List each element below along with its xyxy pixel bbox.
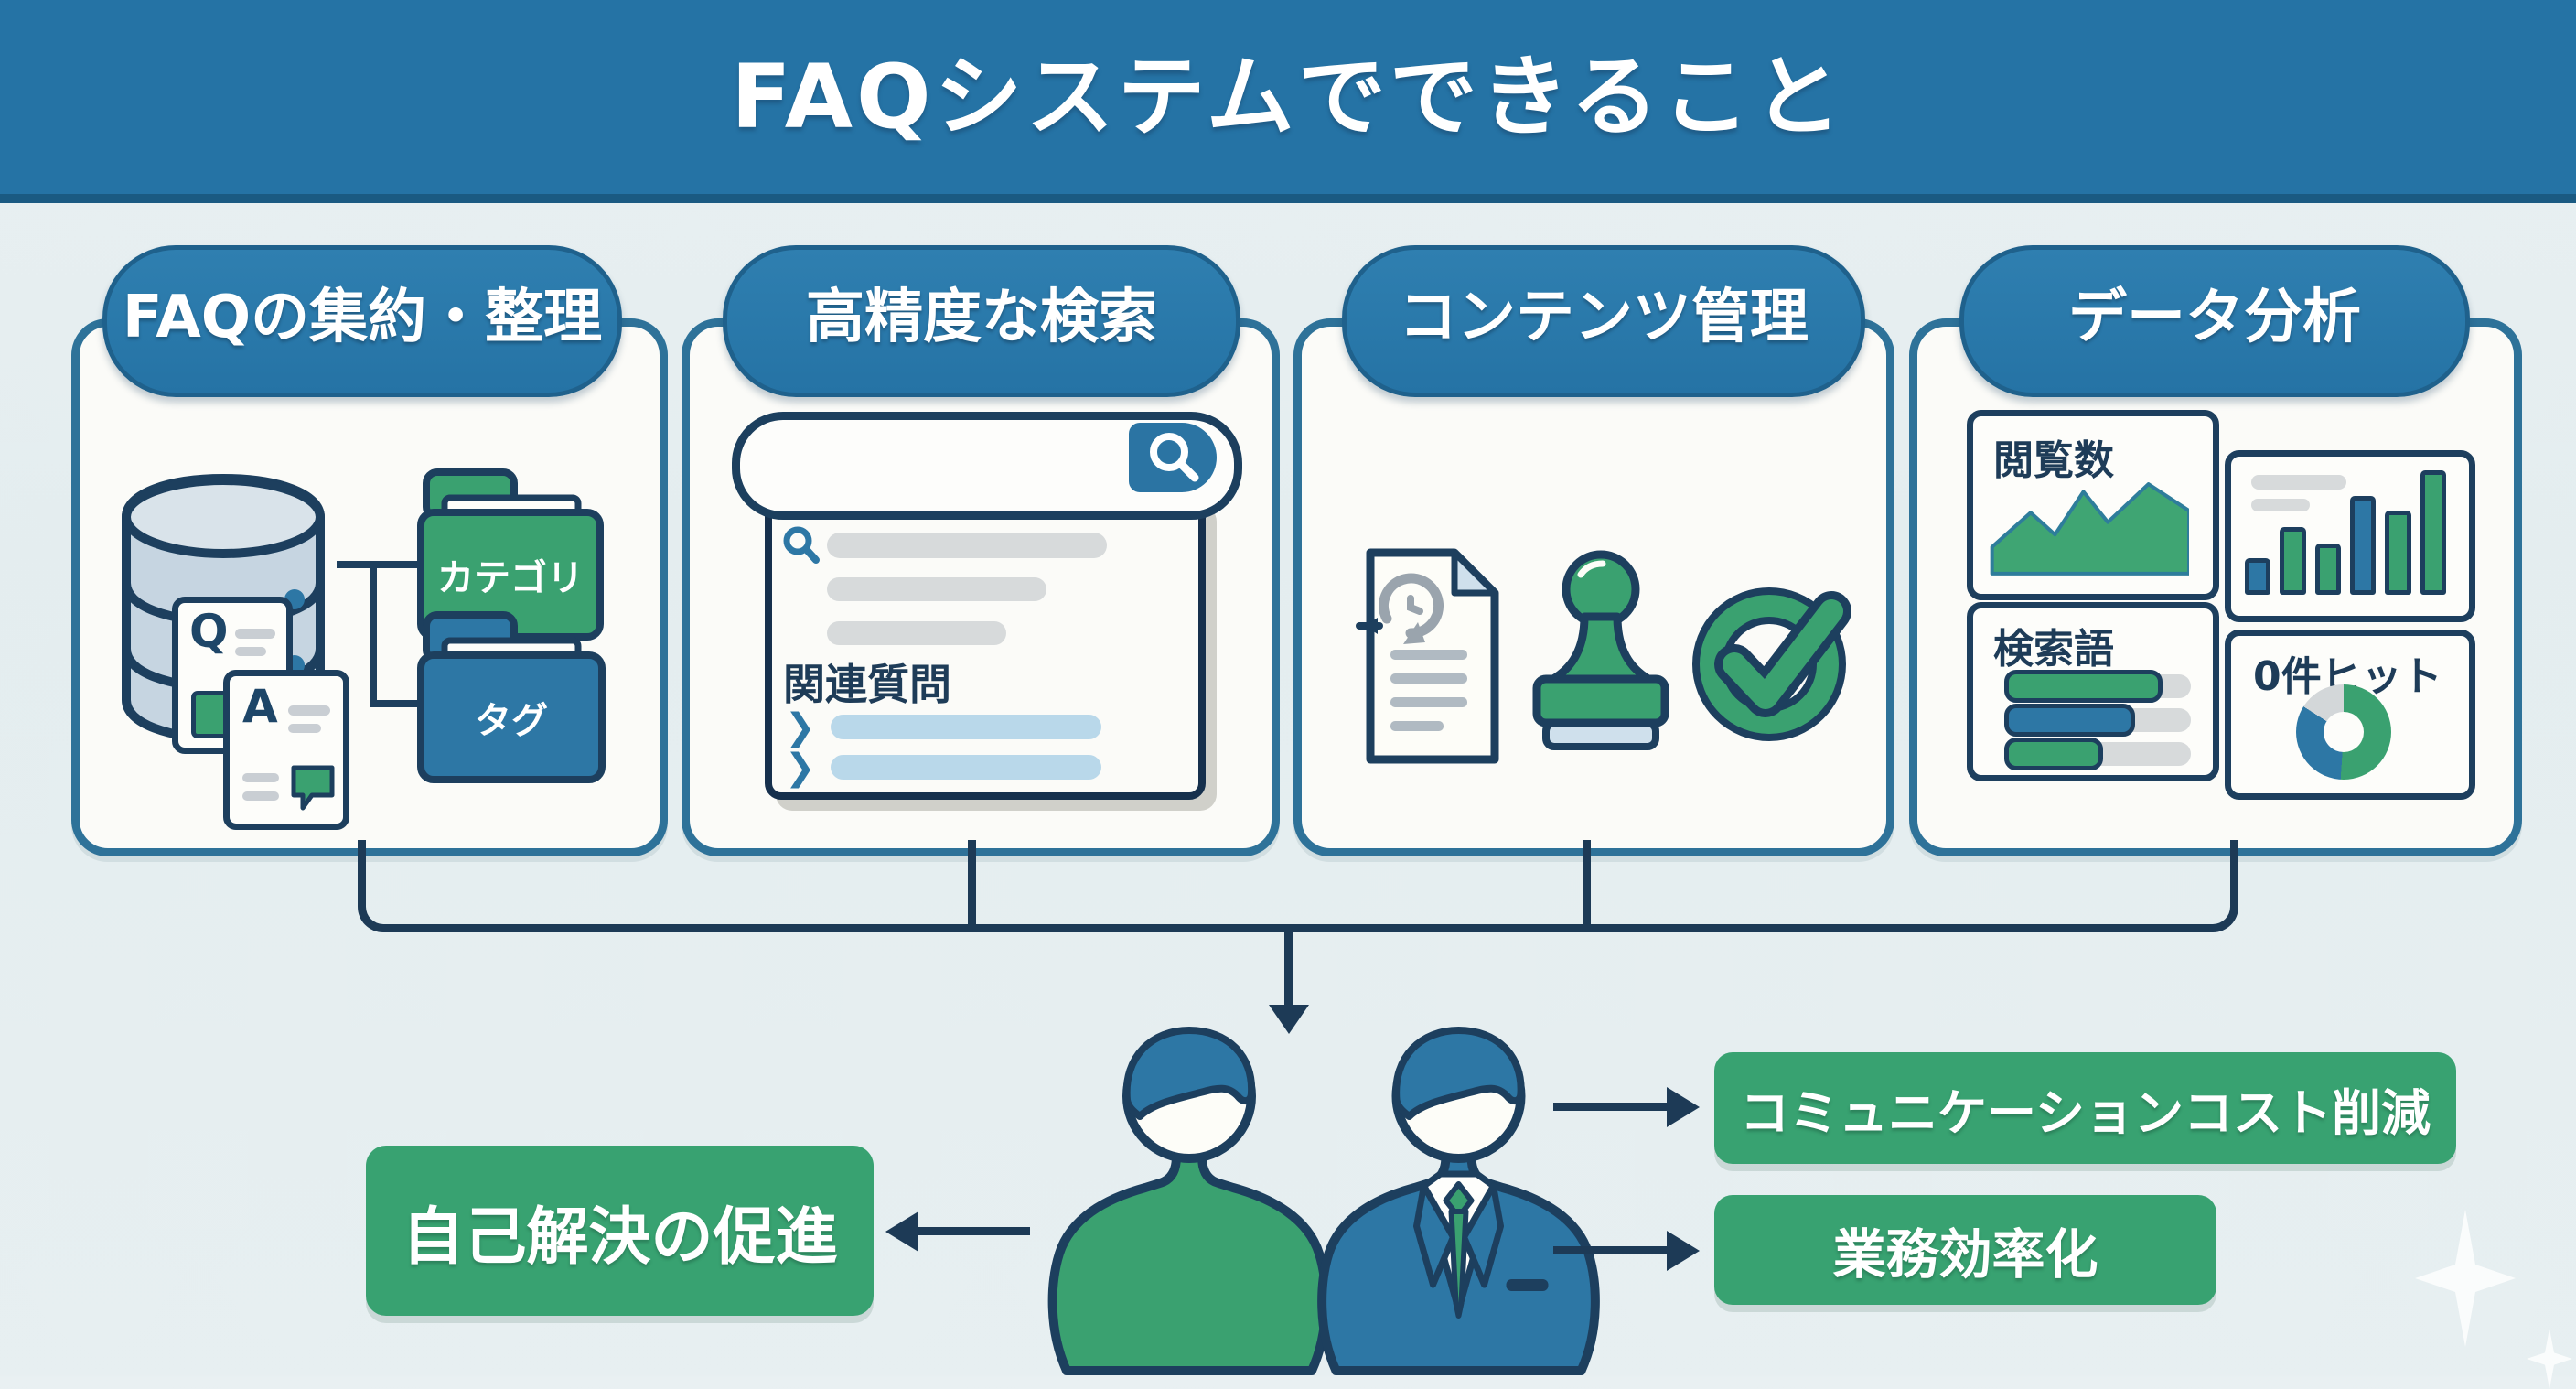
arrow-down-line xyxy=(1284,924,1293,1007)
chevron-icon: ❯ xyxy=(785,706,816,748)
search-terms-panel: 検索語 xyxy=(1967,602,2219,781)
related-question-item[interactable] xyxy=(831,755,1101,780)
search-terms-label: 検索語 xyxy=(1993,626,2114,673)
connector-bus xyxy=(358,840,2238,932)
placeholder-line xyxy=(235,647,266,656)
placeholder-line xyxy=(2251,475,2346,490)
sparkle-icon xyxy=(2415,1210,2516,1347)
card-header-search: 高精度な検索 xyxy=(723,245,1240,397)
arrow-right-line xyxy=(1553,1246,1668,1254)
arrow-left-icon xyxy=(886,1211,918,1252)
arrow-right-icon xyxy=(1667,1231,1700,1271)
bar-chart-bar xyxy=(2420,470,2446,595)
outcome-efficiency: 業務効率化 xyxy=(1714,1195,2216,1305)
term-bar-fill xyxy=(2004,738,2103,770)
answer-card-icon: A xyxy=(223,670,349,830)
stamp-icon xyxy=(1532,550,1669,750)
related-questions-label: 関連質問 xyxy=(783,660,951,709)
bar-chart-bar xyxy=(2314,544,2341,595)
connector-stem-search xyxy=(968,840,976,924)
a-letter: A xyxy=(242,680,278,733)
user-person-icon xyxy=(1047,1027,1331,1375)
page-title: FAQシステムでできること xyxy=(731,46,1845,148)
approved-check-icon xyxy=(1692,587,1852,741)
connector-db-category xyxy=(337,561,423,568)
term-bar-track xyxy=(2004,670,2191,703)
bar-chart xyxy=(2245,470,2446,595)
bar-chart-bar xyxy=(2245,558,2271,595)
search-icon xyxy=(1150,433,1199,482)
placeholder-line xyxy=(2251,499,2310,511)
card-header-content-label: コンテンツ管理 xyxy=(1399,284,1809,351)
outcome-self-solve: 自己解決の促進 xyxy=(366,1146,874,1316)
card-header-aggregation-label: FAQの集約・整理 xyxy=(122,284,603,351)
result-line xyxy=(827,533,1107,558)
bar-chart-bar xyxy=(2280,527,2306,595)
arrow-down-icon xyxy=(1269,1005,1309,1034)
placeholder-line xyxy=(242,773,279,782)
term-bar-fill xyxy=(2004,670,2163,703)
term-bar-track xyxy=(2004,738,2191,770)
speech-bubble-icon xyxy=(291,765,335,811)
outcome-efficiency-label: 業務効率化 xyxy=(1832,1223,2098,1286)
card-header-analytics: データ分析 xyxy=(1959,245,2470,397)
result-line xyxy=(827,577,1046,601)
outcome-comm-cost-label: コミュニケーションコスト削減 xyxy=(1740,1083,2431,1142)
pocket-line xyxy=(1506,1279,1549,1291)
views-label: 閲覧数 xyxy=(1993,437,2114,484)
card-header-analytics-label: データ分析 xyxy=(2068,284,2361,351)
connector-db-vertical xyxy=(370,561,377,707)
header-band: FAQシステムでできること xyxy=(0,0,2576,203)
result-line xyxy=(827,621,1006,645)
related-question-item[interactable] xyxy=(831,715,1101,739)
term-bar-fill xyxy=(2004,704,2135,737)
folder-category-label: カテゴリ xyxy=(437,557,584,599)
outcome-self-solve-label: 自己解決の促進 xyxy=(402,1201,838,1274)
connector-stem-content xyxy=(1583,840,1591,924)
donut-chart xyxy=(2296,684,2391,780)
chevron-icon: ❯ xyxy=(785,747,816,789)
outcome-comm-cost: コミュニケーションコスト削減 xyxy=(1714,1052,2456,1164)
placeholder-line xyxy=(242,791,279,801)
card-header-aggregation: FAQの集約・整理 xyxy=(102,245,622,397)
line-chart xyxy=(1986,482,2189,577)
placeholder-line xyxy=(288,705,330,716)
term-bar-track xyxy=(2004,704,2191,737)
result-search-icon xyxy=(783,526,820,564)
placeholder-line xyxy=(235,629,275,639)
q-letter: Q xyxy=(189,605,229,658)
placeholder-line xyxy=(288,724,321,733)
history-arrow-icon xyxy=(1379,573,1444,639)
folder-category-icon: カテゴリ xyxy=(417,468,604,641)
arrow-right-line xyxy=(1553,1103,1668,1111)
document-revision-icon xyxy=(1356,548,1499,764)
search-button[interactable] xyxy=(1129,423,1217,492)
folder-tag-icon: タグ xyxy=(417,611,606,783)
staff-person-icon xyxy=(1317,1027,1600,1375)
card-header-content: コンテンツ管理 xyxy=(1342,245,1865,397)
connector-db-tag xyxy=(370,700,424,707)
arrow-left-line xyxy=(917,1227,1030,1235)
arrow-right-icon xyxy=(1667,1087,1700,1127)
card-header-search-label: 高精度な検索 xyxy=(806,284,1157,351)
sparkle-icon xyxy=(2527,1329,2572,1389)
bar-chart-bar xyxy=(2349,496,2377,595)
views-panel: 閲覧数 xyxy=(1967,410,2219,600)
bar-chart-bar xyxy=(2385,511,2411,595)
folder-tag-label: タグ xyxy=(475,700,548,742)
